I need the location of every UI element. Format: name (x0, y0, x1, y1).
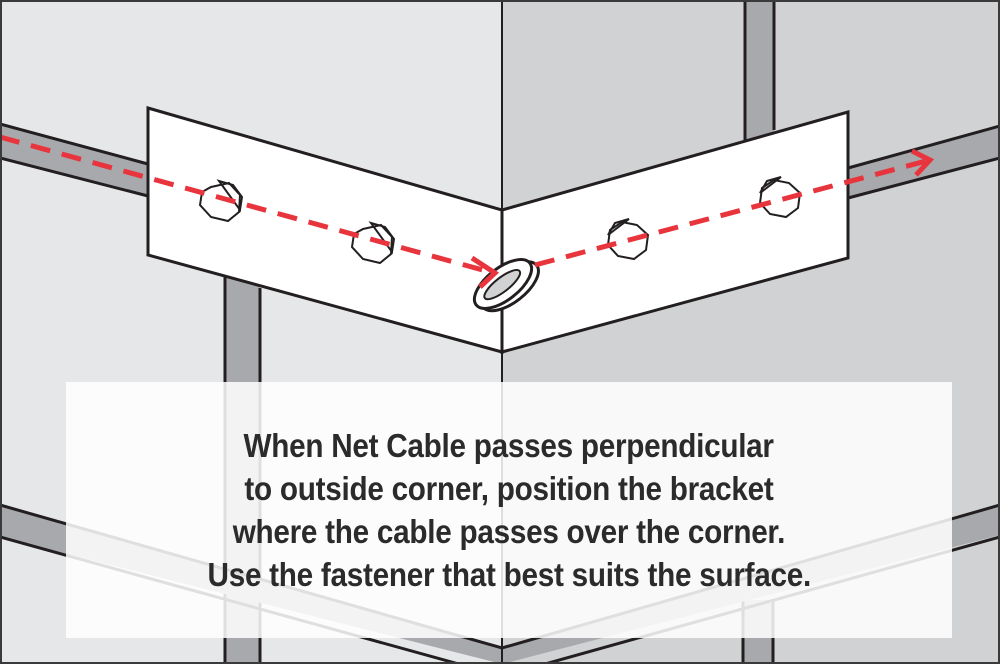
horizontal-channel-left (0, 122, 149, 198)
arrow-right-icon (910, 148, 935, 177)
corner-bracket (146, 106, 850, 354)
caption-box: When Net Cable passes perpendicular to o… (66, 382, 952, 638)
caption-line: where the cable passes over the corner. (232, 513, 786, 550)
hex-bolt-icon (350, 221, 396, 265)
cable-path (0, 134, 935, 289)
caption-line: When Net Cable passes perpendicular (243, 427, 775, 464)
arrow-right-icon (470, 255, 500, 289)
caption-line: Use the fastener that best suits the sur… (207, 556, 811, 593)
caption-line: to outside corner, position the bracket (244, 470, 774, 507)
vertical-channel-right (743, 0, 776, 140)
